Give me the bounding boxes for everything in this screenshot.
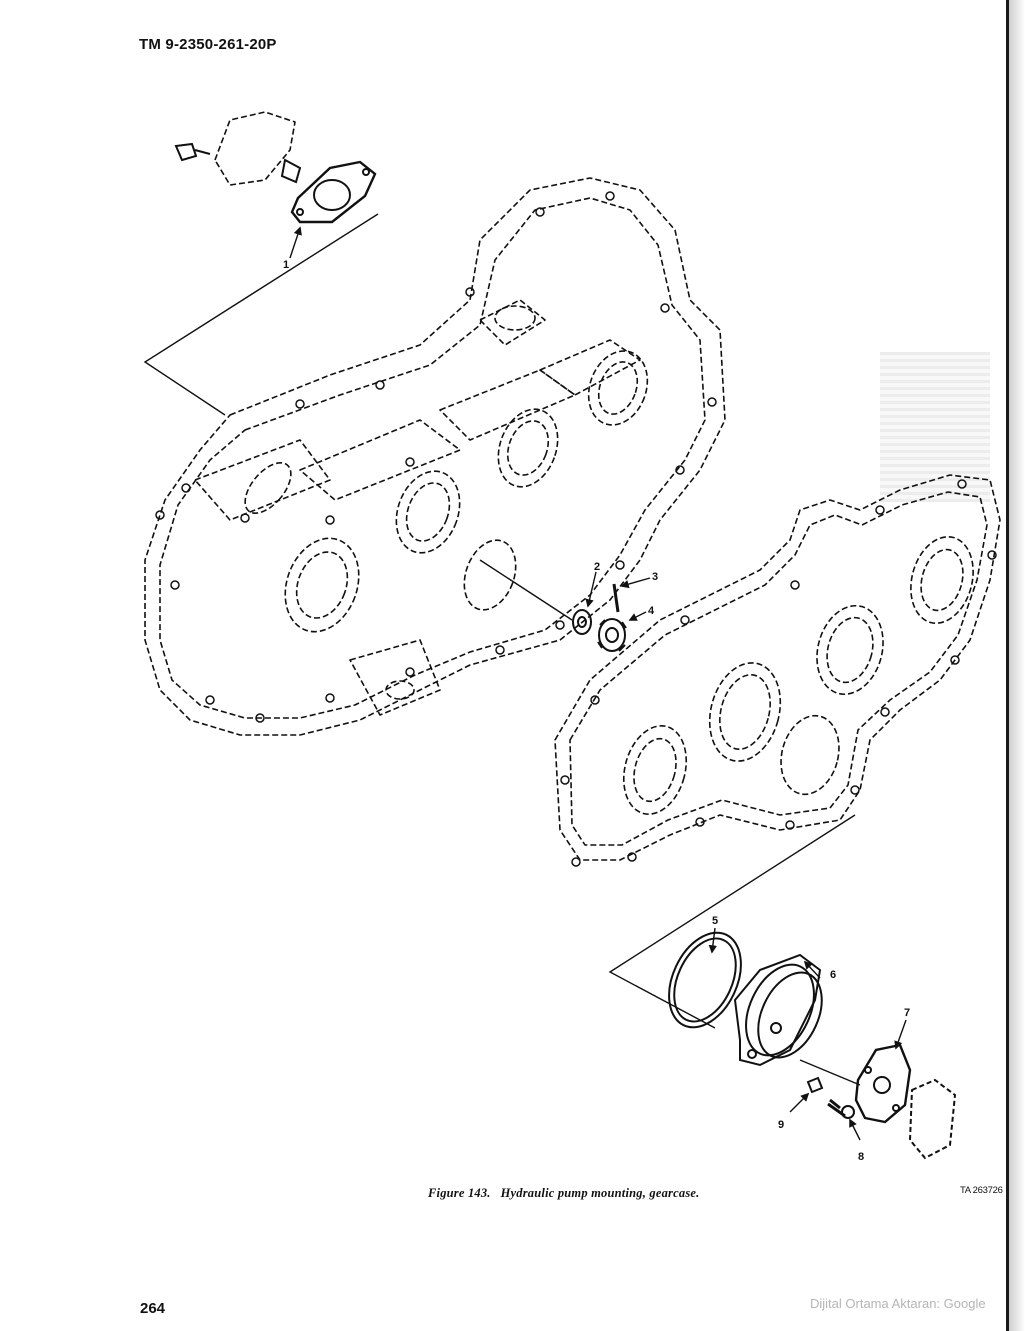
- digitizer-watermark: Dijital Ortama Aktaran: Google: [810, 1296, 986, 1311]
- callout-4: 4: [648, 605, 655, 617]
- gearcase-housing-outline: [144, 177, 726, 736]
- callout-3: 3: [652, 571, 658, 583]
- figure-caption: Figure 143. Hydraulic pump mounting, gear…: [428, 1186, 699, 1201]
- figure-title: Hydraulic pump mounting, gearcase.: [500, 1186, 700, 1200]
- mounting-bolt: [174, 142, 198, 162]
- gearcase-bore: [463, 539, 517, 611]
- lock-washer: [806, 1076, 824, 1094]
- pump-mounting-plate: [854, 1043, 912, 1124]
- page-binding-shadow: [1009, 0, 1025, 1331]
- figure-label: Figure 143.: [428, 1186, 491, 1200]
- washer: [572, 609, 592, 635]
- technical-manual-number: TM 9-2350-261-20P: [139, 36, 277, 53]
- page-binding-edge: [1006, 0, 1009, 1331]
- callout-1: 1: [283, 259, 289, 271]
- cover-bore: [816, 604, 884, 696]
- gearcase-bore: [284, 537, 360, 633]
- pump-leader: [608, 814, 856, 1029]
- gearcase-bore: [587, 350, 649, 426]
- callout-5: 5: [712, 915, 718, 927]
- o-ring-seal: [668, 931, 742, 1029]
- drive-gear: [598, 618, 626, 652]
- gearcase-cover-outline: [554, 474, 1001, 861]
- cover-bore: [708, 662, 782, 762]
- callout-2: 2: [594, 561, 600, 573]
- cover-bore: [910, 535, 974, 625]
- gearcase-bore: [497, 408, 559, 488]
- callout-9: 9: [778, 1119, 784, 1131]
- pump-flange-outline: [214, 111, 296, 186]
- assembly-leader: [143, 213, 379, 416]
- callout-6: 6: [830, 969, 836, 981]
- roll-pin: [612, 583, 620, 613]
- callout-8: 8: [858, 1151, 864, 1163]
- scan-artifact: [880, 352, 990, 502]
- ta-number: TA 263726: [960, 1185, 1003, 1196]
- gearcase-bore: [395, 470, 461, 554]
- cover-bore: [780, 714, 840, 796]
- hydraulic-pump-body: [733, 953, 822, 1067]
- page-number: 264: [140, 1300, 166, 1317]
- callout-7: 7: [904, 1007, 910, 1019]
- gasket: [290, 160, 377, 224]
- cover-bore: [622, 725, 688, 815]
